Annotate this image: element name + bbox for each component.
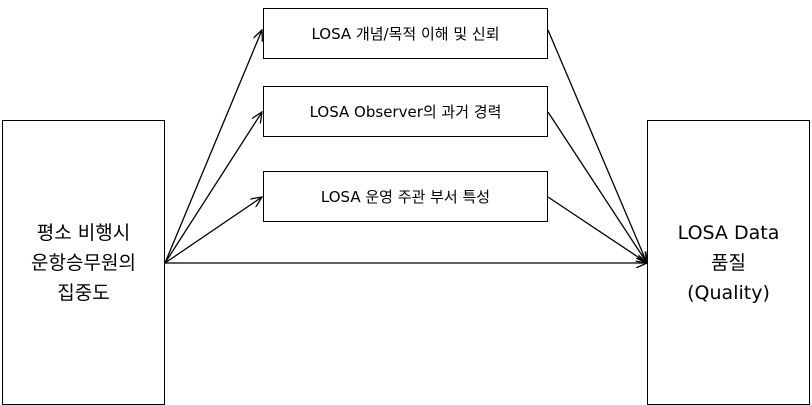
right-box-line-3: (Quality) <box>687 281 770 304</box>
arrow-middle-box-to-right-box <box>547 111 647 263</box>
right-box: LOSA Data 품질 (Quality) <box>647 120 810 405</box>
left-box-line-3: 집중도 <box>57 281 110 304</box>
left-box-line-1: 평소 비행시 <box>36 221 131 244</box>
arrow-left-to-bottom-box <box>164 197 262 264</box>
middle-box-bottom: LOSA 운영 주관 부서 특성 <box>263 171 548 222</box>
middle-box-bottom-label: LOSA 운영 주관 부서 특성 <box>320 188 491 206</box>
arrow-left-to-top-box <box>164 30 262 264</box>
left-box-line-2: 운항승무원의 <box>31 251 136 274</box>
middle-box-center-label: LOSA Observer의 과거 경력 <box>309 103 502 121</box>
left-box: 평소 비행시 운항승무원의 집중도 <box>2 120 165 405</box>
arrow-left-to-middle-box <box>164 112 262 264</box>
right-box-line-2: 품질 <box>711 251 746 274</box>
arrow-top-box-to-right-box <box>547 29 647 263</box>
arrow-bottom-box-to-right-box <box>547 196 647 263</box>
middle-box-top-label: LOSA 개념/목적 이해 및 신뢰 <box>311 25 500 43</box>
middle-box-top: LOSA 개념/목적 이해 및 신뢰 <box>263 8 548 59</box>
middle-box-center: LOSA Observer의 과거 경력 <box>263 86 548 137</box>
right-box-line-1: LOSA Data <box>677 221 780 244</box>
